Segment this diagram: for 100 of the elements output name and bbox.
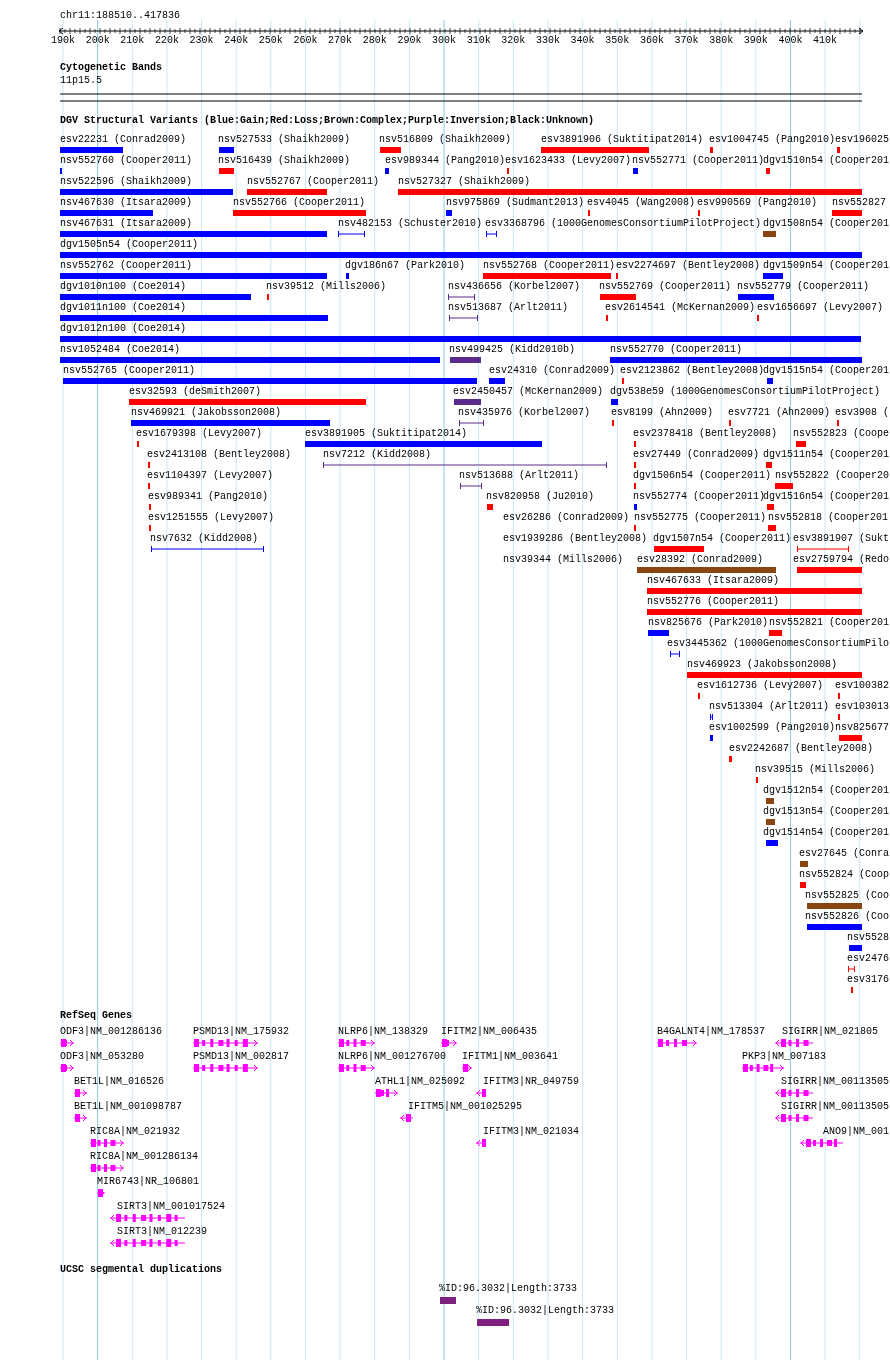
variant-label: dgv1512n54 (Cooper201: [763, 785, 890, 797]
gene-label: PSMD13|NM_175932: [193, 1026, 289, 1038]
variant-label: esv1656697 (Levy2007): [757, 302, 884, 314]
variant-label: esv3176: [847, 974, 889, 986]
variant-label: esv2614541 (McKernan2009): [605, 302, 756, 314]
variant-label: dgv1010n100 (Coe2014): [60, 281, 187, 293]
variant-label: esv2274697 (Bentley2008): [616, 260, 761, 272]
axis-tick-label: 330k: [535, 35, 560, 47]
variant-label: esv1004745 (Pang2010): [709, 134, 836, 146]
gene-label: ATHL1|NM_025092: [375, 1076, 465, 1088]
axis-tick-label: 250k: [258, 35, 283, 47]
variant-label: esv2759794 (Redo: [793, 554, 889, 566]
track-title: RefSeq Genes: [60, 1010, 132, 1022]
variant-label: nsv552767 (Cooper2011): [247, 176, 380, 188]
gene-label: PSMD13|NM_002817: [193, 1051, 289, 1063]
variant-label: esv196025: [835, 134, 889, 146]
variant-label: esv1002599 (Pang2010): [709, 722, 836, 734]
variant-label: dgv1514n54 (Cooper201: [763, 827, 890, 839]
variant-label: nsv499425 (Kidd2010b): [449, 344, 576, 356]
variant-label: nsv552821 (Cooper201: [769, 617, 890, 629]
variant-label: dgv1011n100 (Coe2014): [60, 302, 187, 314]
variant-label: esv22231 (Conrad2009): [60, 134, 187, 146]
variant-label: esv990569 (Pang2010): [697, 197, 818, 209]
axis-tick-label: 260k: [293, 35, 318, 47]
axis-tick-label: 240k: [224, 35, 249, 47]
gene-label: SIGIRR|NM_021805: [782, 1026, 878, 1038]
variant-label: esv2242687 (Bentley2008): [729, 743, 874, 755]
variant-label: esv100382: [835, 680, 889, 692]
variant-label: esv7721 (Ahn2009): [728, 407, 831, 419]
variant-label: nsv482153 (Schuster2010): [338, 218, 483, 230]
variant-label: dgv538e59 (1000GenomesConsortiumPilotProject): [610, 386, 881, 398]
gene-label: PKP3|NM_007183: [742, 1051, 826, 1063]
gene-label: B4GALNT4|NM_178537: [657, 1026, 766, 1038]
variant-label: dgv1507n54 (Cooper2011): [653, 533, 792, 545]
variant-label: dgv1506n54 (Cooper2011): [633, 470, 772, 482]
variant-label: nsv469923 (Jakobsson2008): [687, 659, 838, 671]
variant-label: nsv513688 (Arlt2011): [459, 470, 580, 482]
variant-label: nsv552766 (Cooper2011): [233, 197, 366, 209]
variant-label: nsv469921 (Jakobsson2008): [131, 407, 282, 419]
gene-label: IFITM5|NM_001025295: [408, 1101, 523, 1113]
variant-label: nsv7212 (Kidd2008): [323, 449, 432, 461]
variant-label: nsv467631 (Itsara2009): [60, 218, 193, 230]
variant-label: nsv552765 (Cooper2011): [63, 365, 196, 377]
variant-label: dgv1510n54 (Cooper201: [763, 155, 890, 167]
variant-label: dgv186n67 (Park2010): [345, 260, 466, 272]
gene-label: SIGIRR|NM_00113505: [781, 1101, 890, 1113]
variant-label: dgv1511n54 (Cooper201: [763, 449, 890, 461]
variant-label: dgv1508n54 (Cooper201: [763, 218, 890, 230]
region-label: chr11:188510..417836: [60, 10, 181, 22]
variant-label: nsv7632 (Kidd2008): [150, 533, 259, 545]
variant-label: nsv435976 (Korbel2007): [458, 407, 591, 419]
gene-label: SIGIRR|NM_00113505: [781, 1076, 890, 1088]
variant-label: esv27449 (Conrad2009): [633, 449, 760, 461]
variant-label: nsv552822 (Cooper20: [775, 470, 890, 482]
variant-label: esv989344 (Pang2010): [385, 155, 506, 167]
gene-label: NLRP6|NM_138329: [338, 1026, 428, 1038]
variant-label: nsv552826 (Coo: [805, 911, 889, 923]
gene-label: ODF3|NM_053280: [60, 1051, 144, 1063]
variant-label: esv3891907 (Sukt: [793, 533, 889, 545]
variant-label: esv3891906 (Suktitipat2014): [541, 134, 704, 146]
variant-label: nsv975869 (Sudmant2013): [446, 197, 585, 209]
axis-tick-label: 410k: [813, 35, 838, 47]
variant-label: nsv552779 (Cooper2011): [737, 281, 870, 293]
gene-label: ANO9|NM_001: [823, 1126, 889, 1138]
gene-label: RIC8A|NM_001286134: [90, 1151, 199, 1163]
axis-tick-label: 310k: [466, 35, 491, 47]
variant-label: esv24310 (Conrad2009): [489, 365, 616, 377]
variant-label: esv8199 (Ahn2009): [611, 407, 714, 419]
gene-label: IFITM2|NM_006435: [441, 1026, 537, 1038]
variant-label: nsv39344 (Mills2006): [503, 554, 624, 566]
axis-tick-label: 380k: [709, 35, 734, 47]
track-title: UCSC segmental duplications: [60, 1264, 223, 1276]
variant-label: esv2378418 (Bentley2008): [633, 428, 778, 440]
duplication-label: %ID:96.3032|Length:3733: [439, 1283, 578, 1295]
gene-label: MIR6743|NR_106801: [97, 1176, 200, 1188]
variant-label: dgv1509n54 (Cooper201: [763, 260, 890, 272]
variant-label: esv28392 (Conrad2009): [637, 554, 764, 566]
variant-label: esv1612736 (Levy2007): [697, 680, 824, 692]
variant-label: esv1679398 (Levy2007): [136, 428, 263, 440]
gene-label: RIC8A|NM_021932: [90, 1126, 180, 1138]
variant-label: nsv39515 (Mills2006): [755, 764, 876, 776]
axis-tick-label: 230k: [189, 35, 214, 47]
gene-label: IFITM3|NR_049759: [483, 1076, 579, 1088]
variant-label: nsv825677: [835, 722, 889, 734]
variant-label: dgv1516n54 (Cooper201: [763, 491, 890, 503]
axis-tick-label: 220k: [154, 35, 179, 47]
variant-label: esv103013: [835, 701, 889, 713]
variant-label: nsv552827: [832, 197, 886, 209]
axis-tick-label: 370k: [674, 35, 699, 47]
variant-label: esv1939286 (Bentley2008): [503, 533, 648, 545]
axis-tick-label: 210k: [120, 35, 145, 47]
variant-label: nsv516809 (Shaikh2009): [379, 134, 512, 146]
variant-label: dgv1515n54 (Cooper201: [763, 365, 890, 377]
variant-label: dgv1513n54 (Cooper201: [763, 806, 890, 818]
variant-label: esv2476: [847, 953, 889, 965]
variant-label: nsv552818 (Cooper201: [768, 512, 889, 524]
variant-label: nsv552760 (Cooper2011): [60, 155, 193, 167]
axis-tick-label: 300k: [432, 35, 457, 47]
variant-label: esv1251555 (Levy2007): [148, 512, 275, 524]
axis-tick-label: 200k: [85, 35, 110, 47]
